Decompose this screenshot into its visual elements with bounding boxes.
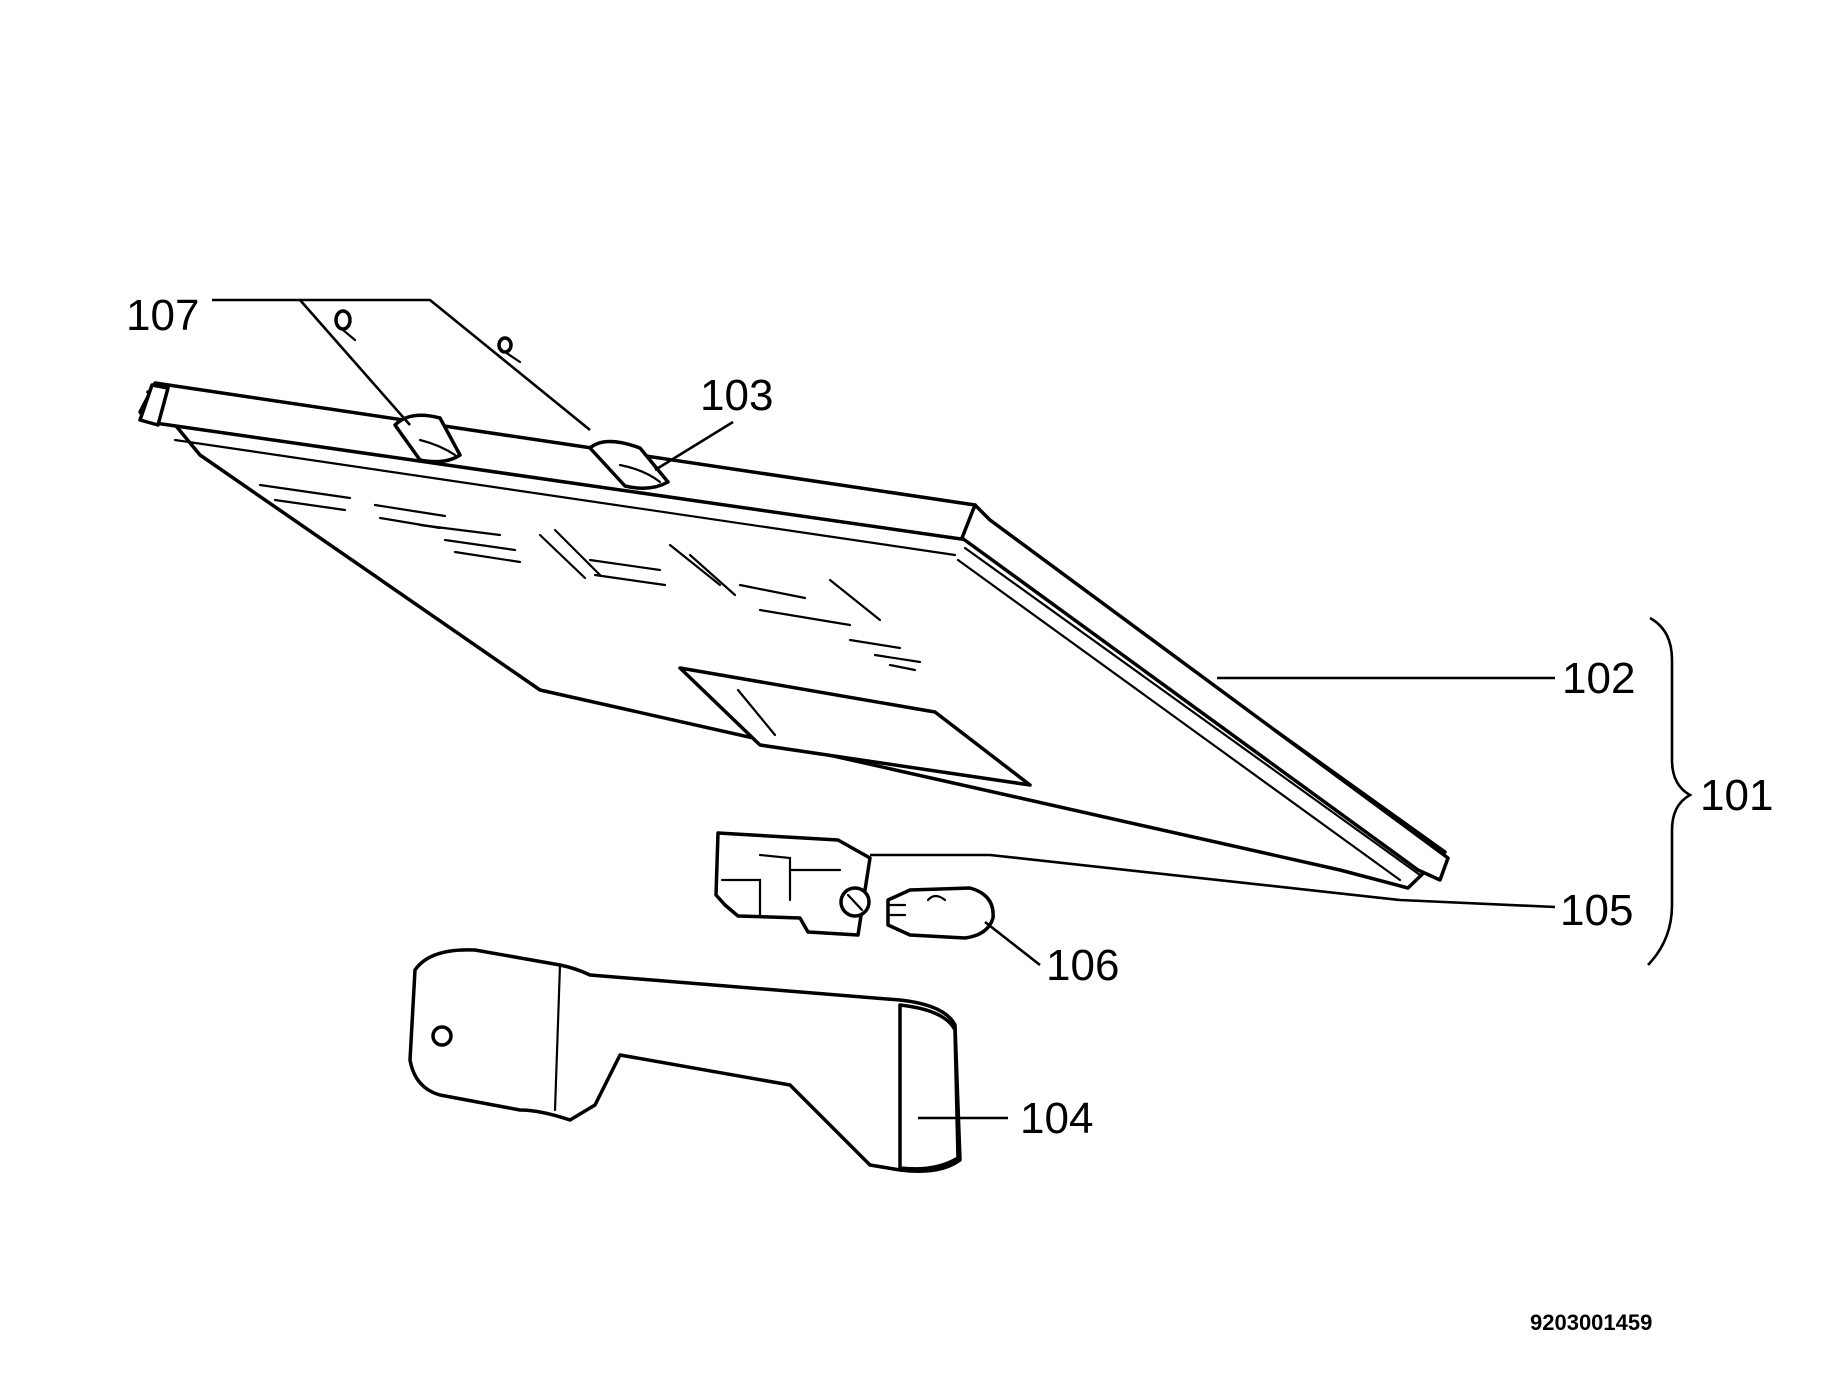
callout-104: 104 bbox=[1020, 1094, 1093, 1143]
callout-106: 106 bbox=[1046, 941, 1119, 990]
door-glass-hatching bbox=[258, 483, 922, 672]
leader-106 bbox=[984, 920, 1041, 967]
lamp-bulb bbox=[886, 886, 995, 940]
callout-105: 105 bbox=[1560, 886, 1633, 935]
leader-107-b bbox=[299, 299, 411, 426]
lamp-holder bbox=[714, 831, 872, 937]
screw-right bbox=[497, 336, 522, 364]
door-edge-line-1 bbox=[963, 546, 1422, 877]
brace-101 bbox=[1647, 616, 1693, 966]
door-window bbox=[678, 666, 1032, 787]
callout-102: 102 bbox=[1562, 654, 1635, 703]
door-top-rim bbox=[138, 381, 977, 542]
door-left-corner bbox=[138, 383, 170, 427]
leader-lines bbox=[212, 298, 1693, 1120]
hinge-left bbox=[393, 413, 462, 464]
callout-101: 101 bbox=[1700, 771, 1773, 820]
screw-left bbox=[334, 309, 357, 342]
leader-107 bbox=[212, 298, 591, 432]
callout-103: 103 bbox=[700, 371, 773, 420]
door-handle bbox=[408, 948, 962, 1173]
door-panel bbox=[138, 381, 1450, 890]
door-rim-line bbox=[173, 438, 957, 557]
door-panel-face bbox=[146, 390, 1447, 890]
door-edge-line-2 bbox=[956, 558, 1402, 882]
callout-107: 107 bbox=[126, 291, 199, 340]
leader-103 bbox=[654, 420, 734, 472]
document-number: 9203001459 bbox=[1530, 1310, 1652, 1335]
hinge-right bbox=[588, 439, 670, 490]
door-window-reflect bbox=[736, 688, 777, 737]
leader-105 bbox=[870, 853, 1556, 909]
door-right-edge bbox=[960, 503, 1450, 882]
